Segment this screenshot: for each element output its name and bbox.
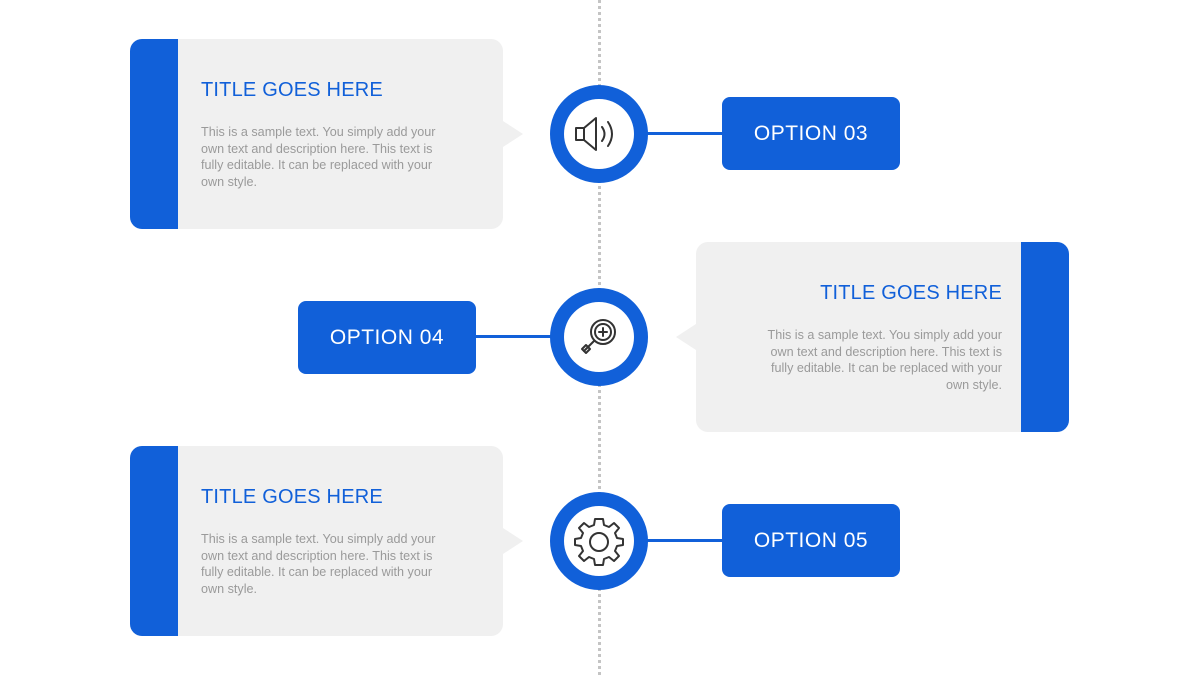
- connector-line: [645, 539, 725, 542]
- card-accent-bar: [1021, 242, 1069, 432]
- card-accent-bar: [130, 39, 178, 229]
- card-description: This is a sample text. You simply add yo…: [201, 125, 436, 189]
- info-card-1: TITLE GOES HERE This is a sample text. Y…: [130, 39, 523, 229]
- timeline-node-3: [550, 492, 648, 590]
- info-card-3: TITLE GOES HERE This is a sample text. Y…: [130, 446, 523, 636]
- gear-icon: [574, 518, 624, 566]
- card-title: TITLE GOES HERE: [201, 79, 383, 101]
- connector-line: [645, 132, 725, 135]
- zoom-in-magnifier-icon: [581, 319, 616, 354]
- card-title: TITLE GOES HERE: [201, 486, 383, 508]
- card-title: TITLE GOES HERE: [820, 282, 1002, 304]
- timeline-node-1: [550, 85, 648, 183]
- speaker-icon: [575, 117, 613, 151]
- timeline-node-2: [550, 288, 648, 386]
- card-description: This is a sample text. You simply add yo…: [201, 532, 436, 596]
- connector-line: [474, 335, 554, 338]
- info-card-2: TITLE GOES HERE This is a sample text. Y…: [676, 242, 1069, 432]
- option-box-03: OPTION 03: [722, 97, 900, 170]
- card-accent-bar: [130, 446, 178, 636]
- option-box-05: OPTION 05: [722, 504, 900, 577]
- card-pointer: [676, 324, 696, 350]
- card-pointer: [503, 528, 523, 554]
- option-box-04: OPTION 04: [298, 301, 476, 374]
- card-description: This is a sample text. You simply add yo…: [767, 328, 1003, 392]
- card-pointer: [503, 121, 523, 147]
